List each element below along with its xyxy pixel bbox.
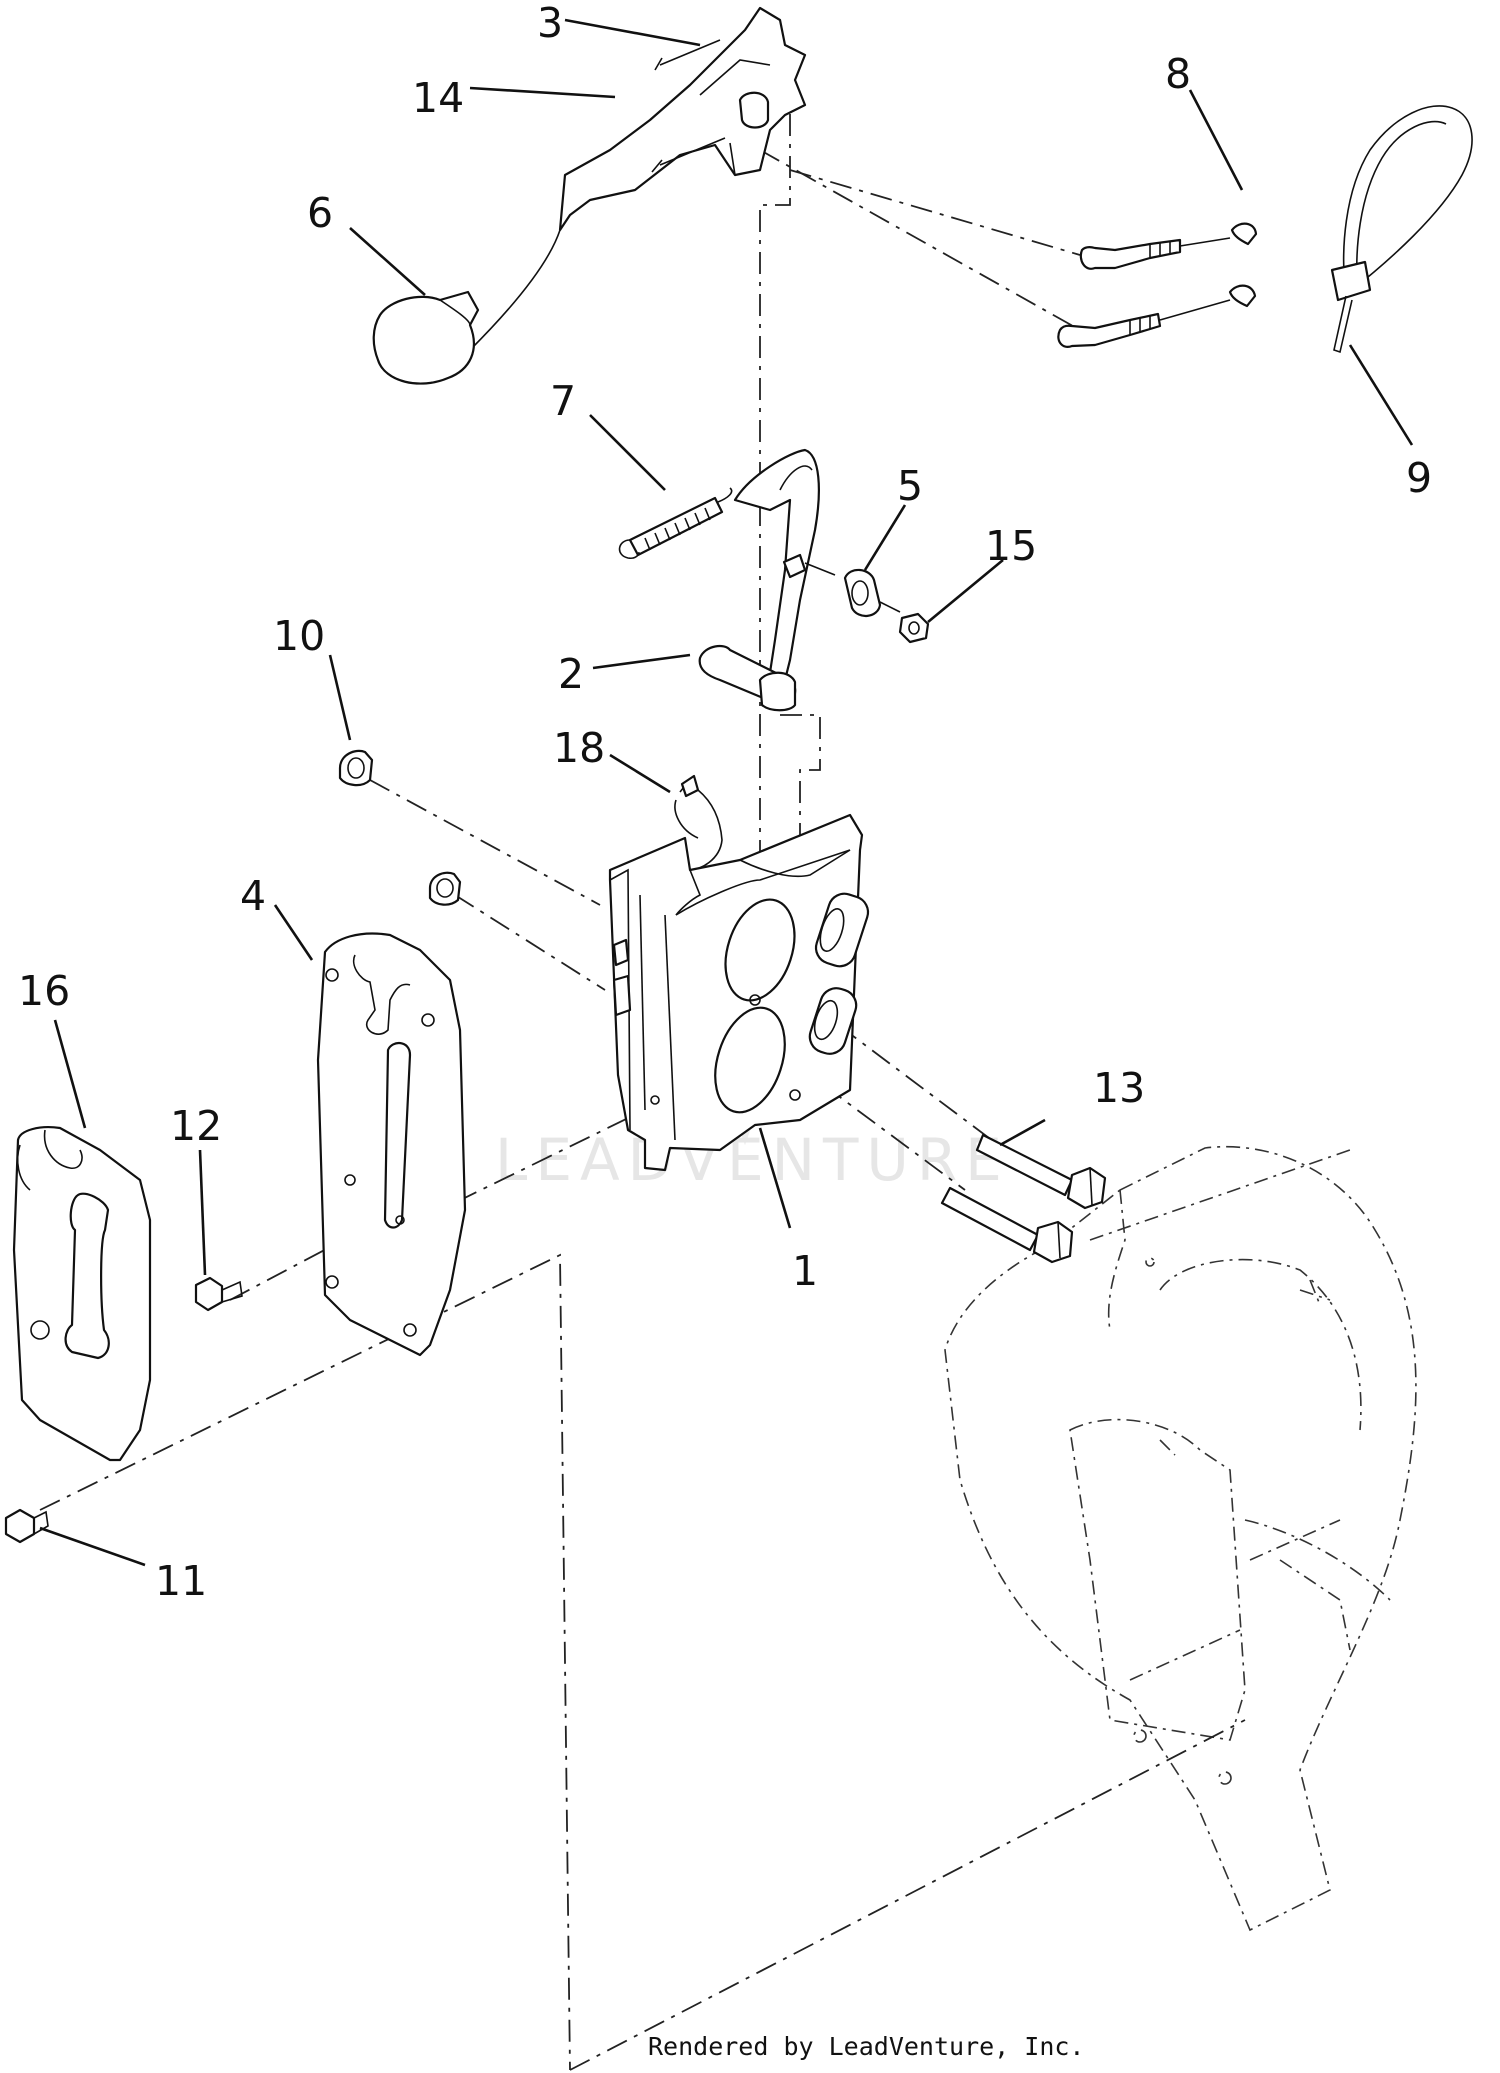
- callout-15: 15: [985, 522, 1037, 570]
- part-plate: [316, 932, 467, 1357]
- callout-1: 1: [792, 1247, 818, 1295]
- part-lever-assembly: [439, 6, 807, 381]
- part-gasket: [12, 1126, 152, 1462]
- callout-11: 11: [155, 1557, 207, 1605]
- callout-5: 5: [897, 462, 923, 510]
- callout-10: 10: [273, 612, 325, 660]
- part-bolt: [4, 1508, 49, 1544]
- callout-4: 4: [240, 872, 266, 920]
- part-hairpin-clip: [1330, 105, 1473, 354]
- callout-9: 9: [1406, 454, 1432, 502]
- watermark-text: LEADVENTURE: [495, 1126, 1010, 1194]
- callout-2: 2: [558, 650, 584, 698]
- callout-14: 14: [412, 74, 464, 122]
- part-spacer: [843, 568, 901, 617]
- footer-credit: Rendered by LeadVenture, Inc.: [648, 2032, 1085, 2061]
- callouts: 3 14 8 6 9 7 5 15 10 2 18 4 16 12 13 1 1: [18, 0, 1432, 1605]
- callout-18: 18: [553, 724, 605, 772]
- assembly-lines: [39, 72, 1246, 2071]
- part-nut: [898, 612, 930, 644]
- callout-8: 8: [1165, 50, 1191, 98]
- part-small-bolt: [194, 1276, 243, 1312]
- callout-6: 6: [307, 189, 333, 237]
- part-knob: [372, 290, 480, 385]
- callout-12: 12: [170, 1102, 222, 1150]
- part-bolts: [940, 1133, 1107, 1264]
- part-cable-ends: [1057, 222, 1258, 348]
- callout-3: 3: [537, 0, 563, 47]
- phantom-housing: [944, 1146, 1417, 1932]
- part-flange-nuts: [338, 749, 462, 906]
- callout-16: 16: [18, 967, 70, 1015]
- callout-7: 7: [550, 377, 576, 425]
- callout-13: 13: [1093, 1064, 1145, 1112]
- part-spring: [618, 487, 733, 559]
- part-mounting-bracket: [608, 813, 870, 1172]
- part-pedal-arm: [698, 448, 836, 712]
